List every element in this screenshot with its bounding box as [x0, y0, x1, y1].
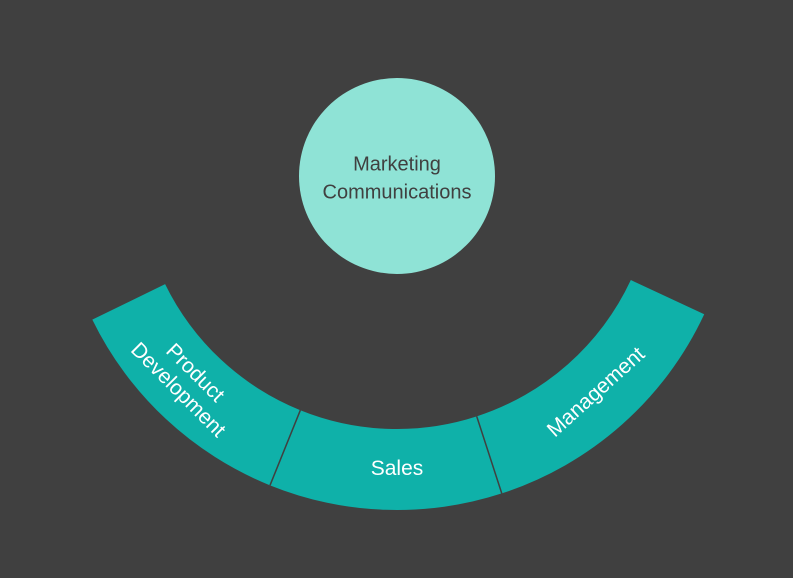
hub-circle [299, 78, 495, 274]
segment-divider-2 [476, 416, 503, 494]
hub-label-line-2: Communications [323, 181, 472, 203]
segment-label-sales: Sales [371, 457, 424, 480]
arc-segment-management [476, 280, 705, 494]
segment-label-sales-group: Sales [371, 457, 424, 480]
segment-divider-1 [269, 409, 302, 486]
hub-label-line-1: Marketing [353, 153, 441, 175]
arc-segment-product-development [92, 284, 301, 486]
arc-segment-sales [270, 410, 502, 511]
